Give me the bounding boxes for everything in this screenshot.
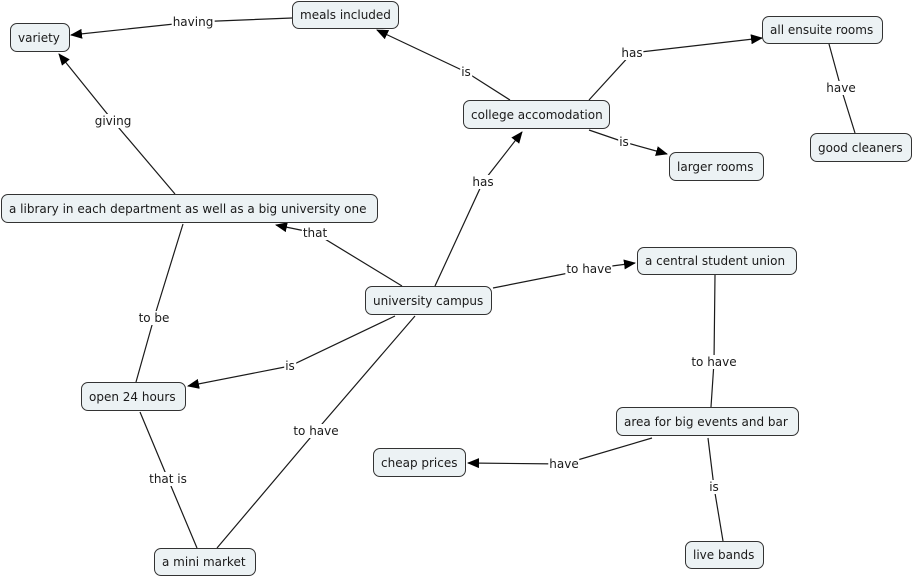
link-label-meals-variety[interactable]: having [171, 15, 215, 29]
concept-node-union[interactable]: a central student union [637, 247, 797, 275]
concept-node-label: college accomodation [471, 107, 603, 122]
link-label-college-larger[interactable]: is [618, 135, 630, 149]
concept-node-bands[interactable]: live bands [685, 541, 764, 569]
concept-node-campus[interactable]: university campus [365, 286, 492, 315]
link-label-open24-market[interactable]: that is [148, 472, 188, 486]
link-label-college-ensuite[interactable]: has [620, 46, 644, 60]
concept-node-label: a library in each department as well as … [9, 201, 367, 216]
concept-node-events[interactable]: area for big events and bar [616, 407, 799, 436]
concept-node-college[interactable]: college accomodation [463, 100, 610, 129]
concept-node-label: variety [18, 30, 60, 45]
link-label-union-events[interactable]: to have [690, 355, 738, 369]
concept-node-meals[interactable]: meals included [292, 1, 399, 29]
concept-node-larger[interactable]: larger rooms [669, 152, 764, 181]
concept-node-label: area for big events and bar [624, 414, 788, 429]
concept-node-ensuite[interactable]: all ensuite rooms [762, 16, 883, 44]
link-line-campus-library [275, 222, 403, 287]
concept-node-label: a central student union [645, 254, 786, 268]
concept-node-label: good cleaners [818, 140, 903, 155]
concept-node-label: all ensuite rooms [770, 23, 874, 37]
concept-node-label: meals included [300, 8, 391, 22]
link-label-ensuite-cleaners[interactable]: have [825, 81, 857, 95]
concept-node-label: live bands [693, 548, 755, 562]
concept-node-open24[interactable]: open 24 hours [81, 382, 186, 411]
concept-node-market[interactable]: a mini market [154, 548, 256, 576]
concept-node-label: university campus [373, 293, 484, 308]
link-line-college-ensuite [588, 34, 763, 101]
link-line-union-events [710, 274, 716, 408]
concept-node-label: open 24 hours [89, 389, 176, 404]
concept-node-label: a mini market [162, 555, 246, 569]
concept-node-library[interactable]: a library in each department as well as … [1, 194, 378, 223]
concept-node-cheap[interactable]: cheap prices [373, 448, 466, 477]
concept-node-cleaners[interactable]: good cleaners [810, 133, 912, 162]
link-label-campus-market[interactable]: to have [292, 424, 340, 438]
link-line-campus-college [434, 131, 523, 287]
link-label-college-meals[interactable]: is [460, 65, 472, 79]
link-label-events-cheap[interactable]: have [548, 457, 580, 471]
link-label-campus-college[interactable]: has [471, 175, 495, 189]
link-line-library-open24 [135, 223, 184, 383]
concept-node-variety[interactable]: variety [10, 23, 70, 52]
concept-node-label: cheap prices [381, 455, 458, 470]
link-line-campus-union [492, 259, 636, 289]
link-label-campus-union[interactable]: to have [565, 262, 613, 276]
link-label-campus-open24[interactable]: is [284, 359, 296, 373]
link-line-college-meals [376, 29, 511, 101]
link-label-library-open24[interactable]: to be [137, 311, 171, 325]
link-label-events-bands[interactable]: is [708, 480, 720, 494]
link-label-library-variety[interactable]: giving [93, 114, 133, 128]
concept-node-label: larger rooms [677, 159, 754, 174]
link-label-campus-library[interactable]: that [301, 226, 329, 240]
